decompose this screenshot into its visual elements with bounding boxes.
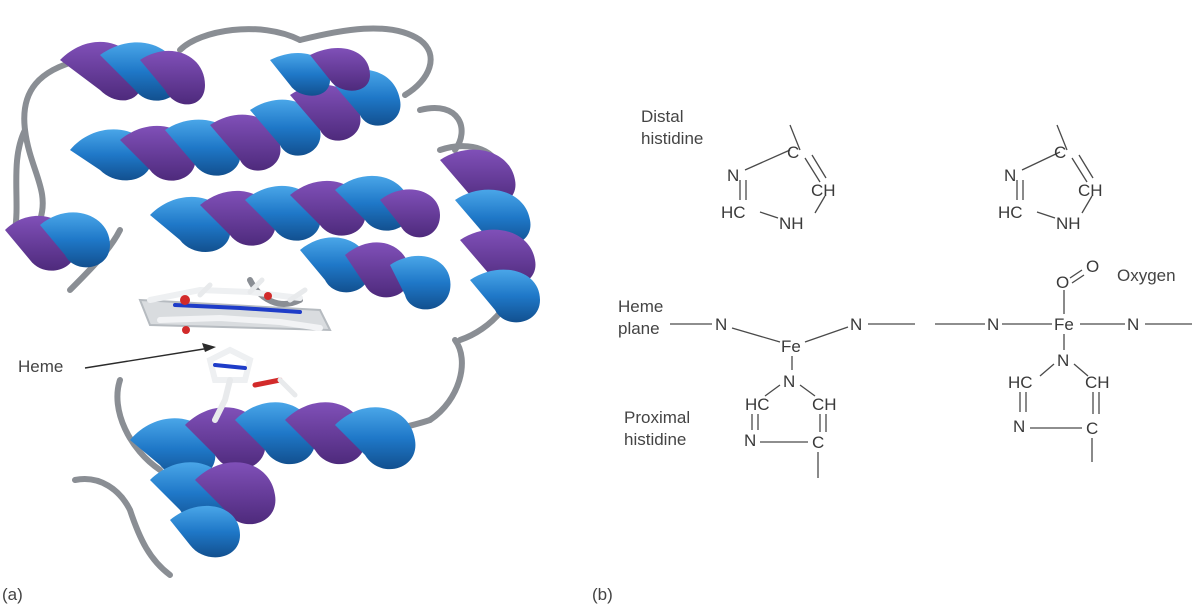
proximal-histidine-ring-oxy: N HC CH N C: [1008, 351, 1110, 462]
oxygen-atom: [264, 292, 272, 300]
atom-ch: CH: [812, 395, 837, 414]
proximal-histidine-ring-deoxy: N HC CH N C: [744, 372, 837, 478]
atom-hc: HC: [745, 395, 770, 414]
atom-c: C: [1054, 143, 1066, 162]
atom-ch: CH: [1085, 373, 1110, 392]
heme-label: Heme: [18, 357, 64, 376]
helix-left-short: [5, 212, 110, 271]
proximal-histidine-line2: histidine: [624, 430, 687, 449]
heme-plane-deoxy: N Fe N: [670, 315, 915, 370]
helix-A: [60, 41, 205, 105]
atom-n: N: [727, 166, 739, 185]
atom-n: N: [1013, 417, 1025, 436]
atom-hc: HC: [998, 203, 1023, 222]
distal-histidine-ring-deoxy: C N CH HC NH: [721, 124, 836, 233]
atom-n: N: [850, 315, 862, 334]
atom-ch: CH: [1078, 181, 1103, 200]
atom-nh: NH: [1056, 214, 1081, 233]
atom-hc: HC: [721, 203, 746, 222]
distal-histidine-label: Distal histidine: [641, 106, 703, 150]
helix-H: [130, 402, 416, 558]
atom-n: N: [1004, 166, 1016, 185]
panel-a-label: (a): [2, 585, 23, 604]
proximal-histidine-label: Proximal histidine: [624, 407, 690, 451]
distal-histidine-line1: Distal: [641, 107, 684, 126]
heme-arrow: [84, 343, 216, 369]
heme-plane-label: Heme plane: [618, 296, 663, 340]
oxygen-atom: [182, 326, 190, 334]
distal-histidine-line2: histidine: [641, 129, 704, 148]
atom-n: N: [1127, 315, 1139, 334]
heme-plane-oxy: N Fe N O O: [935, 257, 1192, 350]
atom-hc: HC: [1008, 373, 1033, 392]
atom-c: C: [1086, 419, 1098, 438]
heme-group: [138, 277, 332, 423]
loop-coils: [12, 25, 523, 578]
atom-c: C: [787, 143, 799, 162]
proximal-histidine-line1: Proximal: [624, 408, 691, 427]
atom-fe: Fe: [781, 337, 801, 356]
atom-nh: NH: [779, 214, 804, 233]
atom-o: O: [1086, 257, 1099, 276]
atom-n: N: [744, 431, 756, 450]
helix-F: [300, 237, 451, 310]
myoglobin-ribbon: [5, 25, 540, 578]
helix-G: [440, 149, 540, 323]
helix-C: [270, 47, 370, 96]
heme-plane-line2: plane: [618, 319, 660, 338]
atom-ch: CH: [811, 181, 836, 200]
atom-n: N: [987, 315, 999, 334]
atom-n: N: [1057, 351, 1069, 370]
atom-fe: Fe: [1054, 315, 1074, 334]
oxygen-label: Oxygen: [1117, 266, 1176, 285]
panel-b-label: (b): [592, 585, 613, 604]
atom-o: O: [1056, 273, 1069, 292]
helix-E: [150, 175, 440, 252]
oxygen-atom: [180, 295, 190, 305]
atom-n: N: [715, 315, 727, 334]
atom-c: C: [812, 433, 824, 452]
distal-histidine-ring-oxy: C N CH HC NH: [998, 124, 1103, 233]
heme-plane-line1: Heme: [618, 297, 664, 316]
atom-n: N: [783, 372, 795, 391]
